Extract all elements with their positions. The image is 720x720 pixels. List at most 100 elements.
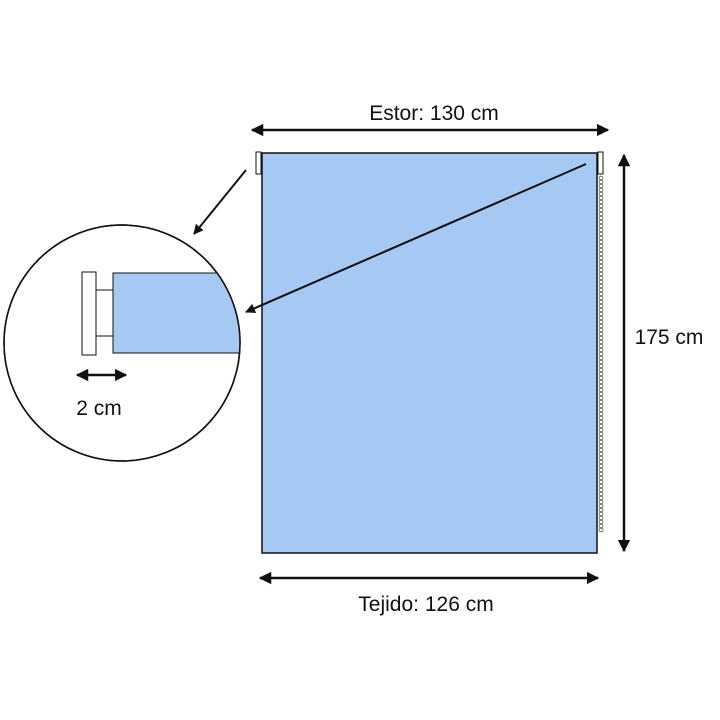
detail-magnifier: 2 cm bbox=[3, 224, 241, 462]
chain-icon bbox=[598, 175, 604, 533]
chain-bead bbox=[598, 447, 604, 453]
chain-bead bbox=[598, 243, 604, 249]
chain-bead bbox=[598, 263, 604, 269]
chain-bead bbox=[598, 343, 604, 349]
chain-bead bbox=[598, 507, 604, 513]
chain-bead bbox=[598, 415, 604, 421]
chain-bead bbox=[598, 271, 604, 277]
detail-pointer-arrow bbox=[193, 169, 247, 235]
chain-bead bbox=[598, 515, 604, 521]
chain-bead bbox=[598, 431, 604, 437]
chain-bead bbox=[598, 223, 604, 229]
chain-bead bbox=[598, 255, 604, 261]
chain-bead bbox=[598, 455, 604, 461]
chain-bead bbox=[598, 483, 604, 489]
chain-bead bbox=[598, 299, 604, 305]
estor-width-label: Estor: 130 cm bbox=[369, 102, 499, 125]
right-bracket bbox=[597, 151, 604, 175]
chain-bead bbox=[598, 287, 604, 293]
height-label: 175 cm bbox=[635, 326, 704, 349]
chain-bead bbox=[598, 527, 604, 533]
chain-bead bbox=[598, 523, 604, 529]
chain-bead bbox=[598, 339, 604, 345]
chain-bead bbox=[598, 359, 604, 365]
chain-bead bbox=[598, 327, 604, 333]
chain-bead bbox=[598, 419, 604, 425]
chain-bead bbox=[598, 179, 604, 185]
chain-bead bbox=[598, 487, 604, 493]
chain-bead bbox=[598, 231, 604, 237]
chain-bead bbox=[598, 407, 604, 413]
chain-bead bbox=[598, 371, 604, 377]
chain-bead bbox=[598, 227, 604, 233]
chain-bead bbox=[598, 203, 604, 209]
chain-bead bbox=[598, 511, 604, 517]
chain-bead bbox=[598, 503, 604, 509]
chain-bead bbox=[598, 463, 604, 469]
left-bracket bbox=[255, 151, 262, 175]
chain-bead bbox=[598, 383, 604, 389]
chain-bead bbox=[598, 443, 604, 449]
chain-bead bbox=[598, 259, 604, 265]
chain-bead bbox=[598, 391, 604, 397]
chain-bead bbox=[598, 363, 604, 369]
chain-bead bbox=[598, 451, 604, 457]
chain-bead bbox=[598, 311, 604, 317]
chain-bead bbox=[598, 367, 604, 373]
chain-bead bbox=[598, 471, 604, 477]
chain-bead bbox=[598, 519, 604, 525]
chain-bead bbox=[598, 491, 604, 497]
blind-fabric bbox=[261, 152, 598, 554]
chain-bead bbox=[598, 315, 604, 321]
chain-bead bbox=[598, 187, 604, 193]
chain-bead bbox=[598, 375, 604, 381]
chain-bead bbox=[598, 247, 604, 253]
chain-bead bbox=[598, 399, 604, 405]
chain-bead bbox=[598, 275, 604, 281]
chain-bead bbox=[598, 475, 604, 481]
chain-bead bbox=[598, 439, 604, 445]
chain-bead bbox=[598, 303, 604, 309]
chain-bead bbox=[598, 355, 604, 361]
chain-bead bbox=[598, 283, 604, 289]
chain-bead bbox=[598, 295, 604, 301]
detail-bracket-connector bbox=[95, 289, 114, 337]
chain-bead bbox=[598, 331, 604, 337]
chain-bead bbox=[598, 499, 604, 505]
chain-bead bbox=[598, 479, 604, 485]
chain-bead bbox=[598, 347, 604, 353]
bracket-depth-label: 2 cm bbox=[76, 397, 122, 420]
chain-bead bbox=[598, 235, 604, 241]
chain-bead bbox=[598, 395, 604, 401]
chain-bead bbox=[598, 279, 604, 285]
chain-bead bbox=[598, 467, 604, 473]
chain-bead bbox=[598, 387, 604, 393]
chain-bead bbox=[598, 495, 604, 501]
chain-bead bbox=[598, 239, 604, 245]
chain-bead bbox=[598, 319, 604, 325]
chain-bead bbox=[598, 459, 604, 465]
chain-bead bbox=[598, 191, 604, 197]
chain-bead bbox=[598, 219, 604, 225]
chain-bead bbox=[598, 195, 604, 201]
chain-bead bbox=[598, 307, 604, 313]
chain-bead bbox=[598, 267, 604, 273]
chain-bead bbox=[598, 251, 604, 257]
chain-bead bbox=[598, 323, 604, 329]
detail-pointer-arrow-2 bbox=[245, 163, 587, 313]
chain-bead bbox=[598, 211, 604, 217]
chain-bead bbox=[598, 215, 604, 221]
chain-bead bbox=[598, 175, 604, 181]
fabric-width-label: Tejido: 126 cm bbox=[358, 593, 493, 616]
chain-bead bbox=[598, 207, 604, 213]
chain-bead bbox=[598, 351, 604, 357]
chain-bead bbox=[598, 291, 604, 297]
chain-bead bbox=[598, 435, 604, 441]
chain-bead bbox=[598, 379, 604, 385]
chain-bead bbox=[598, 403, 604, 409]
chain-bead bbox=[598, 335, 604, 341]
chain-bead bbox=[598, 183, 604, 189]
chain-bead bbox=[598, 199, 604, 205]
detail-bracket bbox=[81, 271, 97, 356]
